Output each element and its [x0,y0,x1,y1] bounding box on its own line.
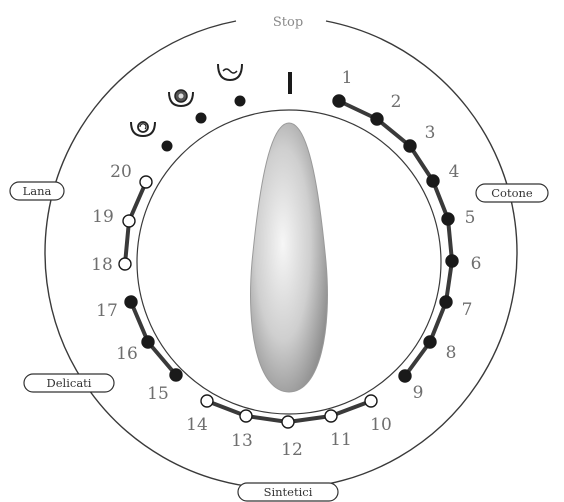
off-marker-icon [288,72,292,94]
rinse-dot [234,95,246,107]
program-group-lana: Lana [9,181,65,201]
rinse-icon [217,63,243,82]
program-dot-7[interactable] [439,295,453,309]
program-dot-6[interactable] [445,254,459,268]
program-dot-16[interactable] [141,335,155,349]
program-dot-10[interactable] [364,394,378,408]
program-dot-2[interactable] [370,112,384,126]
program-number-19: 19 [92,207,114,227]
program-number-14: 14 [186,415,208,435]
program-number-9: 9 [413,383,424,403]
program-dot-15[interactable] [169,368,183,382]
program-number-15: 15 [147,384,169,404]
program-dot-5[interactable] [441,212,455,226]
program-number-17: 17 [96,301,118,321]
program-number-11: 11 [330,430,352,450]
program-number-12: 12 [281,440,303,460]
special-functions [130,63,246,152]
program-number-1: 1 [342,68,353,88]
program-dot-17[interactable] [124,295,138,309]
program-number-3: 3 [425,123,436,143]
drain-function[interactable] [168,89,207,124]
program-group-delicati: Delicati [23,373,115,393]
program-group-sintetici-label: Sintetici [264,485,313,499]
spin-function[interactable] [130,121,173,152]
program-group-cotone-label: Cotone [491,186,533,200]
program-number-7: 7 [462,300,473,320]
program-dot-18[interactable] [118,257,132,271]
program-number-2: 2 [391,92,402,112]
stop-label: Stop [273,15,303,30]
program-number-5: 5 [465,208,476,228]
program-dot-9[interactable] [398,369,412,383]
program-number-18: 18 [91,255,113,275]
program-number-16: 16 [116,344,138,364]
program-dot-4[interactable] [426,174,440,188]
spin-icon [130,121,156,138]
program-dot-8[interactable] [423,335,437,349]
program-group-delicati-label: Delicati [47,376,92,390]
drain-dot [195,112,207,124]
rinse-function[interactable] [217,63,246,107]
program-group-cotone: Cotone [475,183,549,203]
program-number-8: 8 [446,343,457,363]
drain-icon [168,89,194,108]
program-number-13: 13 [231,431,253,451]
program-dot-1[interactable] [332,94,346,108]
knob-grip[interactable] [250,122,328,393]
program-number-20: 20 [110,162,132,182]
program-dot-13[interactable] [239,409,253,423]
program-dot-20[interactable] [139,175,153,189]
program-group-sintetici: Sintetici [237,482,339,502]
program-dot-3[interactable] [403,139,417,153]
spin-dot [161,140,173,152]
program-number-10: 10 [370,415,392,435]
program-dot-19[interactable] [122,214,136,228]
program-number-6: 6 [471,254,482,274]
program-dot-11[interactable] [324,409,338,423]
program-dot-12[interactable] [281,415,295,429]
program-number-4: 4 [449,162,460,182]
program-dot-14[interactable] [200,394,214,408]
program-group-lana-label: Lana [23,184,52,198]
